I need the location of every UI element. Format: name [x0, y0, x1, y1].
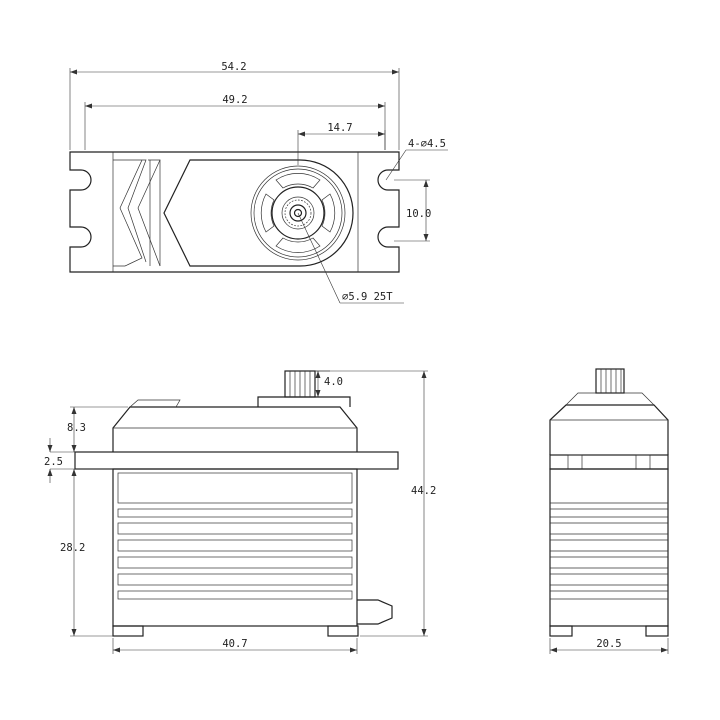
dim-mount-holes: 4-∅4.5	[408, 138, 446, 150]
end-upper-case	[549, 404, 669, 455]
dim-body-length: 40.7	[222, 638, 247, 650]
output-outer-ring-2	[253, 168, 343, 258]
side-output-boss	[257, 396, 351, 407]
end-lower-body	[549, 468, 669, 627]
end-spline	[595, 368, 625, 394]
side-spline-ribs	[289, 371, 311, 397]
side-foot-left	[112, 625, 144, 637]
dim-flange-thickness: 2.5	[44, 456, 63, 468]
top-flange-outline	[69, 151, 400, 273]
dim-hole-pitch: 10.0	[406, 208, 431, 220]
dim-total-height: 44.2	[411, 485, 436, 497]
dim-end-width: 20.5	[596, 638, 621, 650]
output-spline-teeth	[284, 199, 312, 227]
side-flange	[74, 451, 399, 470]
dim-holes-leader	[385, 149, 407, 181]
dim-spline: ∅5.9 25T	[342, 291, 393, 303]
dim-hole-spacing: 49.2	[222, 94, 247, 106]
side-lower-body	[112, 468, 358, 627]
end-foot-right	[645, 625, 669, 637]
output-screw-hole	[293, 208, 303, 218]
dim-body-height: 28.2	[60, 542, 85, 554]
end-spline-ribs	[600, 369, 622, 393]
dim-10-arrows	[423, 180, 429, 241]
dim-shaft-height: 4.0	[324, 376, 343, 388]
dim-overall-width: 54.2	[221, 61, 246, 73]
side-foot-right	[327, 625, 359, 637]
side-cooling-fins	[117, 472, 353, 600]
side-view: 8.3 2.5 28.2 4.0 44.2 40.7	[44, 370, 436, 654]
top-lid-panel	[163, 159, 354, 267]
output-segments	[260, 173, 336, 253]
output-spline-outer	[281, 196, 315, 230]
dim-4-arrows	[315, 371, 321, 397]
side-top-lip	[129, 399, 181, 408]
output-horn-ring	[271, 186, 325, 240]
side-upper-case	[112, 406, 358, 452]
dim-top-height: 8.3	[67, 422, 86, 434]
end-foot-left	[549, 625, 573, 637]
output-outer-ring	[250, 165, 346, 261]
dim-spline-leader	[297, 212, 341, 304]
dim-2-arrows	[47, 445, 53, 476]
output-spline-inner	[289, 204, 307, 222]
top-chevron-mark	[113, 159, 161, 267]
end-flange-blocks	[567, 454, 651, 470]
top-view: 54.2 49.2 14.7 4-∅4.5 10.0 ∅5.9 25T	[69, 61, 448, 304]
end-top-chamfer	[565, 392, 655, 406]
side-cable-grommet	[357, 599, 393, 625]
end-cooling-fins	[550, 502, 668, 600]
end-view: 20.5	[549, 368, 669, 654]
dim-output-offset: 14.7	[327, 122, 352, 134]
